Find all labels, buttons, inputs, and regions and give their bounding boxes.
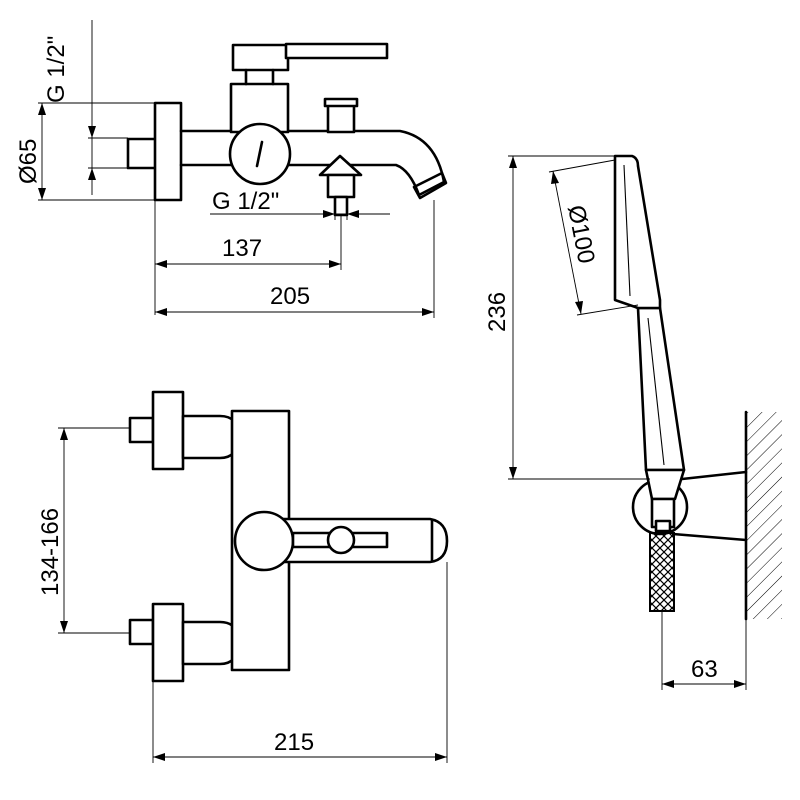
dim-centers-arrow-top [60,428,68,440]
inlet-thread-arrow-top [88,126,96,138]
dim-centers-label: 134-166 [37,508,64,596]
hand-shower-view: 236 Ø100 63 [484,154,782,690]
front-view: 134-166 215 [37,390,449,763]
dim-205-label: 205 [270,283,310,310]
handle-inner-line [647,317,665,466]
outlet-thread-label: G 1/2" [212,188,279,215]
shower-outlet [326,173,356,199]
wall-hatch [746,412,782,619]
head-face-line [623,164,631,297]
dim-215-label: 215 [274,729,314,756]
shower-outlet-thread [333,195,349,217]
handle-neck [244,68,275,86]
dim-205-arrow-right [422,308,434,316]
dim-63-arrow-left [662,680,674,688]
diameter-head-arrow-bottom [575,301,583,314]
lower-flange [151,602,185,683]
mixer-lever [284,42,389,60]
dim-215-arrow-right [435,753,447,761]
dim-205-arrow-left [155,308,167,316]
spout-aerator [412,171,448,200]
diameter-label: Ø65 [15,139,42,184]
diameter-head-label: Ø100 [562,203,600,266]
lower-inlet-pipe [128,618,155,646]
diameter-head-dim-line [552,170,582,315]
inlet-thread-arrow-bottom [88,168,96,180]
outlet-thread-arrow-right [347,210,359,218]
dim-215-arrow-left [153,753,165,761]
dim-137-label: 137 [222,235,262,262]
diameter-head-ext-top [548,159,616,173]
diameter-head-ext-bottom [576,304,639,316]
diverter-cap [323,97,359,108]
dim-137-arrow-left [155,260,167,268]
shower-handle [636,306,686,472]
dim-236-arrow-top [509,156,517,168]
outlet-thread-arrow-left [323,210,335,218]
inlet-thread-label: G 1/2" [43,36,70,103]
wall-flange [153,101,183,202]
upper-flange [151,390,185,471]
bracket-arm [671,470,748,542]
diameter-arrow-top [38,103,46,115]
braided-hose [649,532,675,612]
dim-236-arrow-bottom [509,467,517,479]
hose-nut [654,519,672,533]
front-temperature-knob [233,510,295,572]
shower-head [613,154,662,310]
dim-centers-arrow-bottom [60,621,68,633]
body-pipe [179,129,446,197]
upper-inlet-pipe [128,416,155,444]
dim-236-label: 236 [484,292,511,332]
dim-137-arrow-right [329,260,341,268]
side-view: G 1/2" Ø65 G 1/2" 137 205 [15,20,448,318]
diameter-arrow-bottom [38,188,46,200]
inlet-pipe [126,137,158,170]
knob-indicator [255,140,264,168]
dim-63-arrow-right [734,680,746,688]
diameter-head-arrow-top [551,171,559,184]
handle-cap [231,43,290,72]
front-lever-pivot [326,525,356,555]
dim-63-label: 63 [691,656,718,683]
